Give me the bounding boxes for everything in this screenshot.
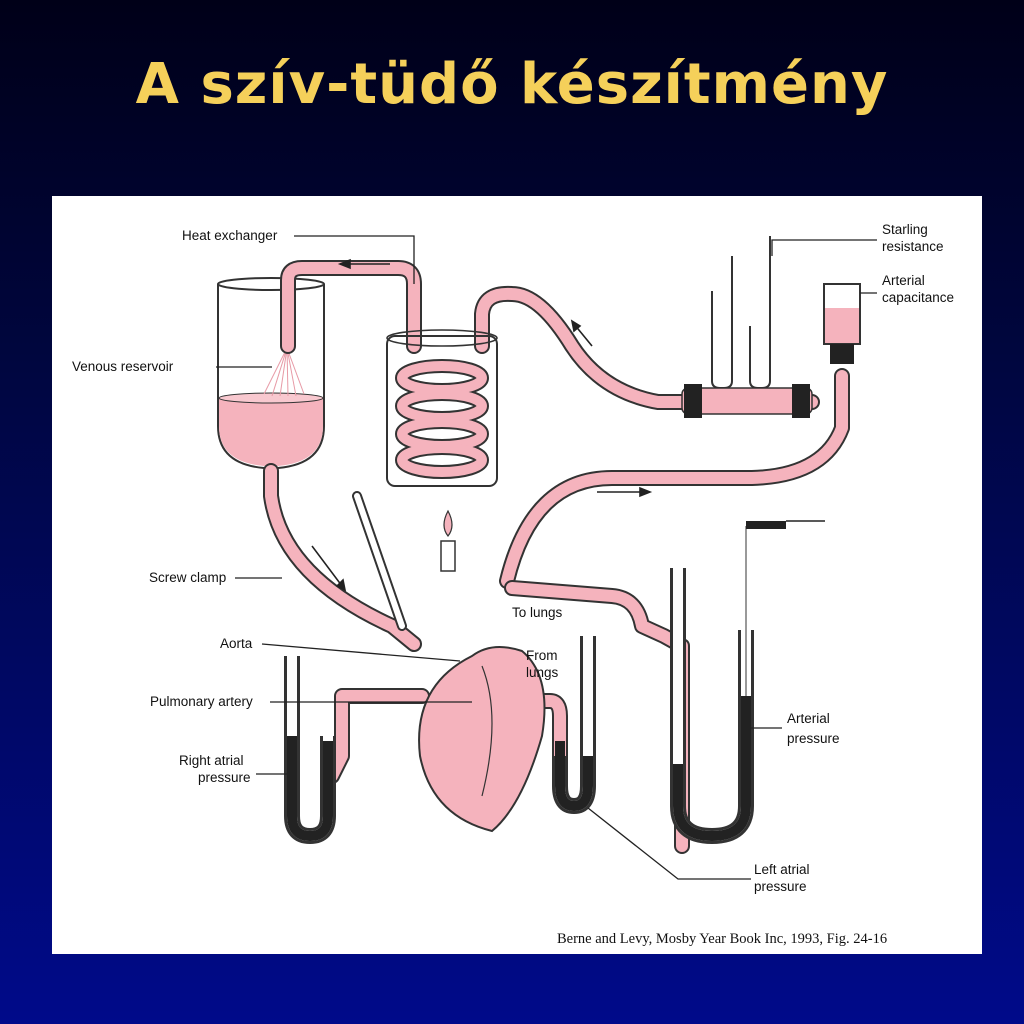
label-capacitance-2: capacitance: [882, 290, 954, 305]
label-to-lungs: To lungs: [512, 605, 563, 620]
thermometer: [352, 491, 407, 631]
arterial-manometer: [670, 520, 825, 845]
slide-title: A szív-tüdő készítmény: [135, 52, 889, 117]
label-screw-clamp: Screw clamp: [149, 570, 226, 585]
left-atrial-manometer: [552, 636, 596, 815]
arterial-capacitance: [823, 283, 861, 364]
label-right-atrial-1: Right atrial: [179, 753, 244, 768]
label-right-atrial-2: pressure: [198, 770, 251, 785]
citation: Berne and Levy, Mosby Year Book Inc, 199…: [557, 931, 887, 947]
label-starling-2: resistance: [882, 239, 944, 254]
label-left-atrial-1: Left atrial: [754, 862, 810, 877]
label-starling-1: Starling: [882, 222, 928, 237]
heat-exchanger: [386, 329, 498, 487]
starling-resistance: [681, 236, 813, 418]
candle: [440, 509, 456, 572]
label-from-lungs-1: From: [526, 648, 558, 663]
label-pulmonary-artery: Pulmonary artery: [150, 694, 253, 709]
label-heat-exchanger: Heat exchanger: [182, 228, 278, 243]
leader-lines: [216, 235, 877, 880]
heart: [418, 646, 546, 833]
tubing: [263, 260, 850, 854]
diagram-labels: Heat exchanger Venous reservoir Screw cl…: [72, 222, 954, 894]
label-capacitance-1: Arterial: [882, 273, 925, 288]
venous-reservoir: [217, 277, 325, 469]
label-arterial-pressure-2: pressure: [787, 731, 840, 746]
right-atrial-manometer: [284, 656, 336, 845]
label-aorta: Aorta: [220, 636, 253, 651]
heart-lung-diagram: Heat exchanger Venous reservoir Screw cl…: [72, 222, 954, 947]
label-venous-reservoir: Venous reservoir: [72, 359, 174, 374]
heart-lung-diagram-panel: Heat exchanger Venous reservoir Screw cl…: [52, 196, 982, 954]
flow-arrows: [311, 258, 653, 592]
label-from-lungs-2: lungs: [526, 665, 559, 680]
label-left-atrial-2: pressure: [754, 879, 807, 894]
label-arterial-pressure-1: Arterial: [787, 711, 830, 726]
